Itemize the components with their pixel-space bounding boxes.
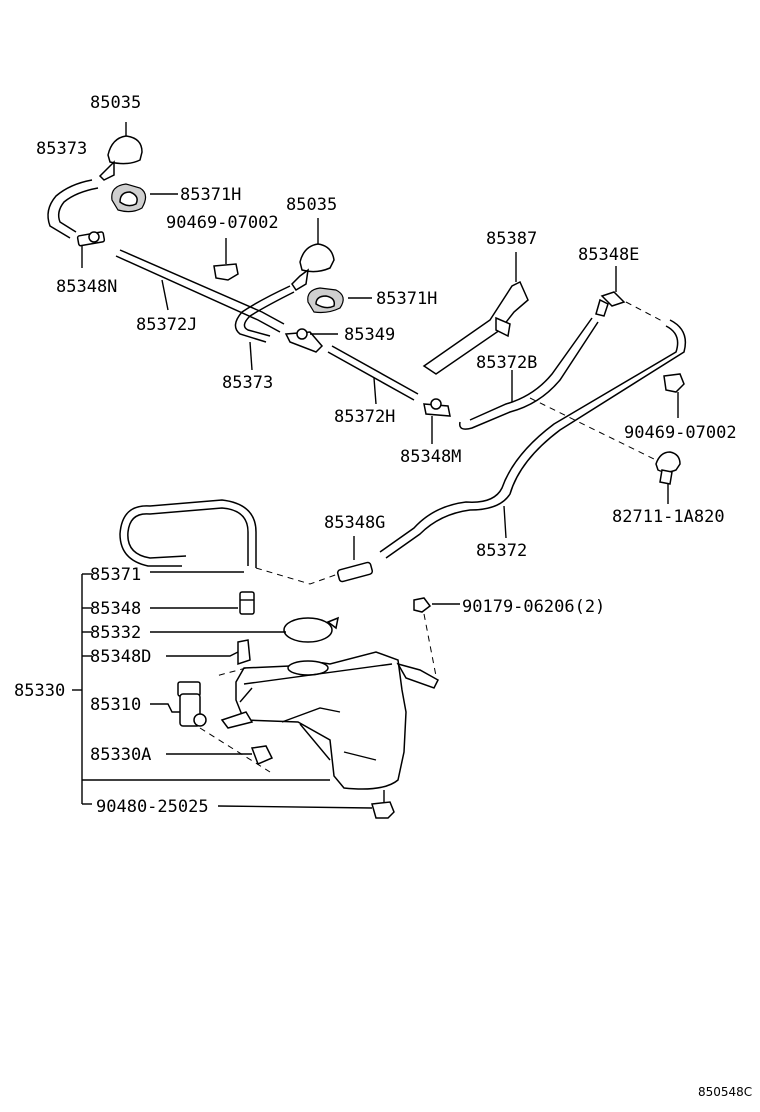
nozzle-82711 [655,451,681,504]
label-85348M: 85348M [400,447,461,467]
dash-ref-85348E [625,301,665,323]
leader-90480 [217,805,373,809]
label-85348G: 85348G [324,513,385,533]
label-85348E: 85348E [578,245,639,265]
label-85035-left: 85035 [90,93,141,113]
connector-85348E [595,266,626,317]
label-85371H-middle: 85371H [376,289,437,309]
leader-85310 [150,703,180,713]
label-90469-right: 90469-07002 [624,423,737,443]
label-90480: 90480-25025 [96,797,209,817]
dash-ref-85371 [255,567,339,585]
label-90469-upper: 90469-07002 [166,213,279,233]
grommet-85371H-upper [111,183,178,213]
label-85349: 85349 [344,325,395,345]
connector-85348G [336,536,374,583]
grommet-85330A [250,745,274,765]
dash-ref-82711 [529,397,657,461]
label-82711: 82711-1A820 [612,507,725,527]
label-85330: 85330 [14,681,65,701]
label-85348: 85348 [90,599,141,619]
label-85332: 85332 [90,623,141,643]
label-85330A: 85330A [90,745,151,765]
connector-85348N [76,231,106,268]
hose-85371 [119,499,257,568]
hose-85372H [327,345,419,405]
label-85035-middle: 85035 [286,195,337,215]
label-85373-upper: 85373 [36,139,87,159]
hose-85372J [115,249,285,333]
label-85372J: 85372J [136,315,197,335]
assembly-bracket-85330 [72,573,330,805]
reference-code: 850548C [698,1085,752,1099]
hose-85373-lower [234,285,295,371]
pump-85310 [177,667,271,773]
label-85348N: 85348N [56,277,117,297]
label-85371H-upper: 85371H [180,185,241,205]
label-85387: 85387 [486,229,537,249]
label-85371: 85371 [90,565,141,585]
connector-85348M [423,398,451,444]
label-90179: 90179-06206(2) [462,597,605,617]
hose-85372B [459,317,599,430]
label-85373-lower: 85373 [222,373,273,393]
label-85372H: 85372H [334,407,395,427]
connector-85349 [284,328,338,353]
nozzle-85035-left [98,122,143,181]
label-85372: 85372 [476,541,527,561]
nozzle-85035-middle [291,218,335,292]
leader-85348D [166,651,239,657]
elbow-85348D [237,639,251,666]
bracket-85387 [422,252,529,375]
grommet-85371H-middle [307,287,372,314]
label-85348D: 85348D [90,647,151,667]
clip-90469-right [663,373,685,418]
label-85372B: 85372B [476,353,537,373]
hose-85373-upper [47,179,99,239]
grommet-90480 [371,790,395,819]
hose-85372 [379,319,687,559]
label-85310: 85310 [90,695,141,715]
cap-85332 [283,616,340,643]
washer-tank [220,651,439,790]
clip-90469-upper [213,238,239,281]
connector-85348 [239,591,255,615]
bolt-90179 [413,597,437,677]
